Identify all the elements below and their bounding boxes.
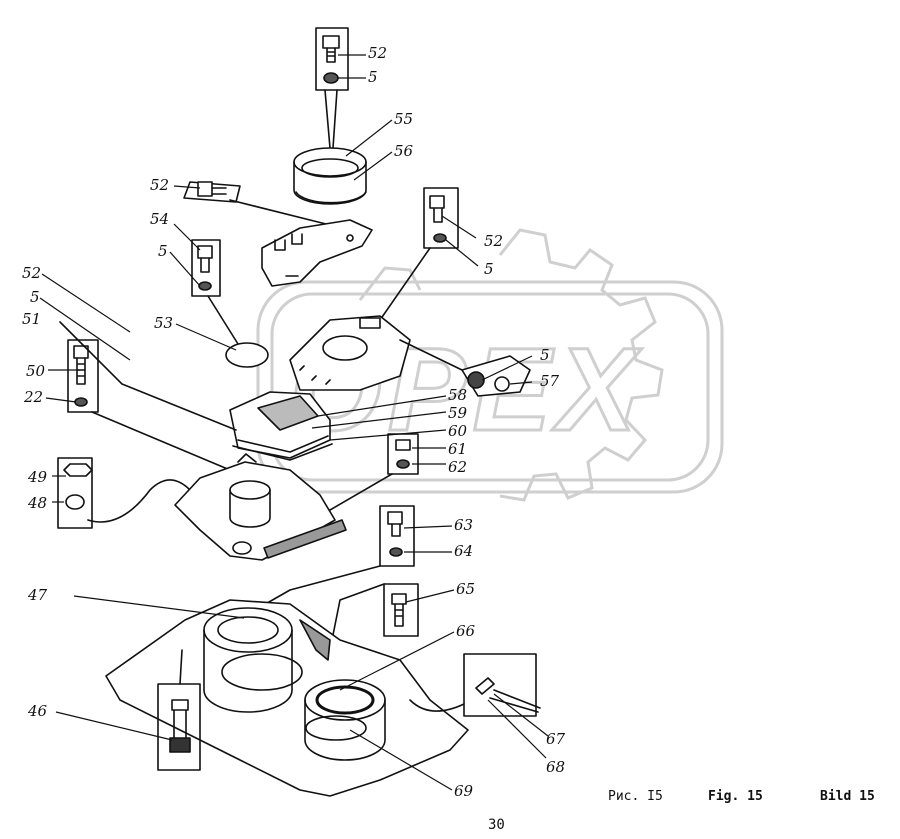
part-label-5: 5 — [158, 242, 168, 260]
bracket-plate — [261, 219, 373, 287]
nut-49-48 — [57, 457, 191, 529]
part-label-57: 57 — [540, 372, 560, 390]
bolt-63-64 — [261, 505, 415, 607]
page-number: 30 — [488, 817, 505, 833]
caption-de: Bild 15 — [820, 789, 875, 804]
part-label-61: 61 — [448, 440, 468, 458]
part-label-47: 47 — [28, 586, 48, 604]
part-label-52: 52 — [150, 176, 170, 194]
small-bolt-52 — [183, 181, 331, 226]
part-label-52: 52 — [22, 264, 42, 282]
leader-lines — [39, 54, 549, 791]
bolt-54 — [191, 239, 239, 345]
top-bolt-group — [315, 27, 349, 149]
part-label-52: 52 — [368, 44, 388, 62]
part-label-63: 63 — [454, 516, 474, 534]
part-label-49: 49 — [28, 468, 48, 486]
part-label-62: 62 — [448, 458, 468, 476]
part-label-52: 52 — [484, 232, 504, 250]
part-label-65: 65 — [456, 580, 476, 598]
part-label-54: 54 — [150, 210, 170, 228]
part-label-48: 48 — [28, 494, 48, 512]
part-label-60: 60 — [448, 422, 468, 440]
part-label-68: 68 — [546, 758, 566, 776]
part-label-64: 64 — [454, 542, 474, 560]
part-label-66: 66 — [456, 622, 476, 640]
disk-53 — [225, 342, 269, 368]
nut-57 — [399, 339, 531, 397]
part-label-22: 22 — [24, 388, 44, 406]
part-label-67: 67 — [546, 730, 566, 748]
part-label-53: 53 — [154, 314, 174, 332]
part-label-55: 55 — [394, 110, 414, 128]
part-label-50: 50 — [26, 362, 46, 380]
part-label-69: 69 — [454, 782, 474, 800]
part-label-58: 58 — [448, 386, 468, 404]
part-label-46: 46 — [28, 702, 48, 720]
motor-housing — [229, 391, 333, 461]
cover-cap — [293, 147, 367, 205]
part-label-56: 56 — [394, 142, 414, 160]
part-label-59: 59 — [448, 404, 468, 422]
mount-plate — [289, 315, 411, 391]
caption-ru: Рис. I5 — [608, 789, 663, 804]
bolt-50 — [67, 339, 231, 471]
base-housing — [105, 599, 469, 797]
lower-plate — [174, 453, 347, 561]
part-label-5: 5 — [540, 346, 550, 364]
watermark-logo — [256, 228, 724, 502]
bolt-right-52 — [379, 187, 459, 321]
bolt-67-68 — [409, 653, 541, 717]
caption-en: Fig. 15 — [708, 789, 763, 804]
bolt-46 — [157, 649, 201, 771]
part-label-51: 51 — [22, 310, 42, 328]
part-label-5: 5 — [368, 68, 378, 86]
bolt-65 — [331, 583, 419, 641]
part-label-5: 5 — [30, 288, 40, 306]
part-label-5: 5 — [484, 260, 494, 278]
